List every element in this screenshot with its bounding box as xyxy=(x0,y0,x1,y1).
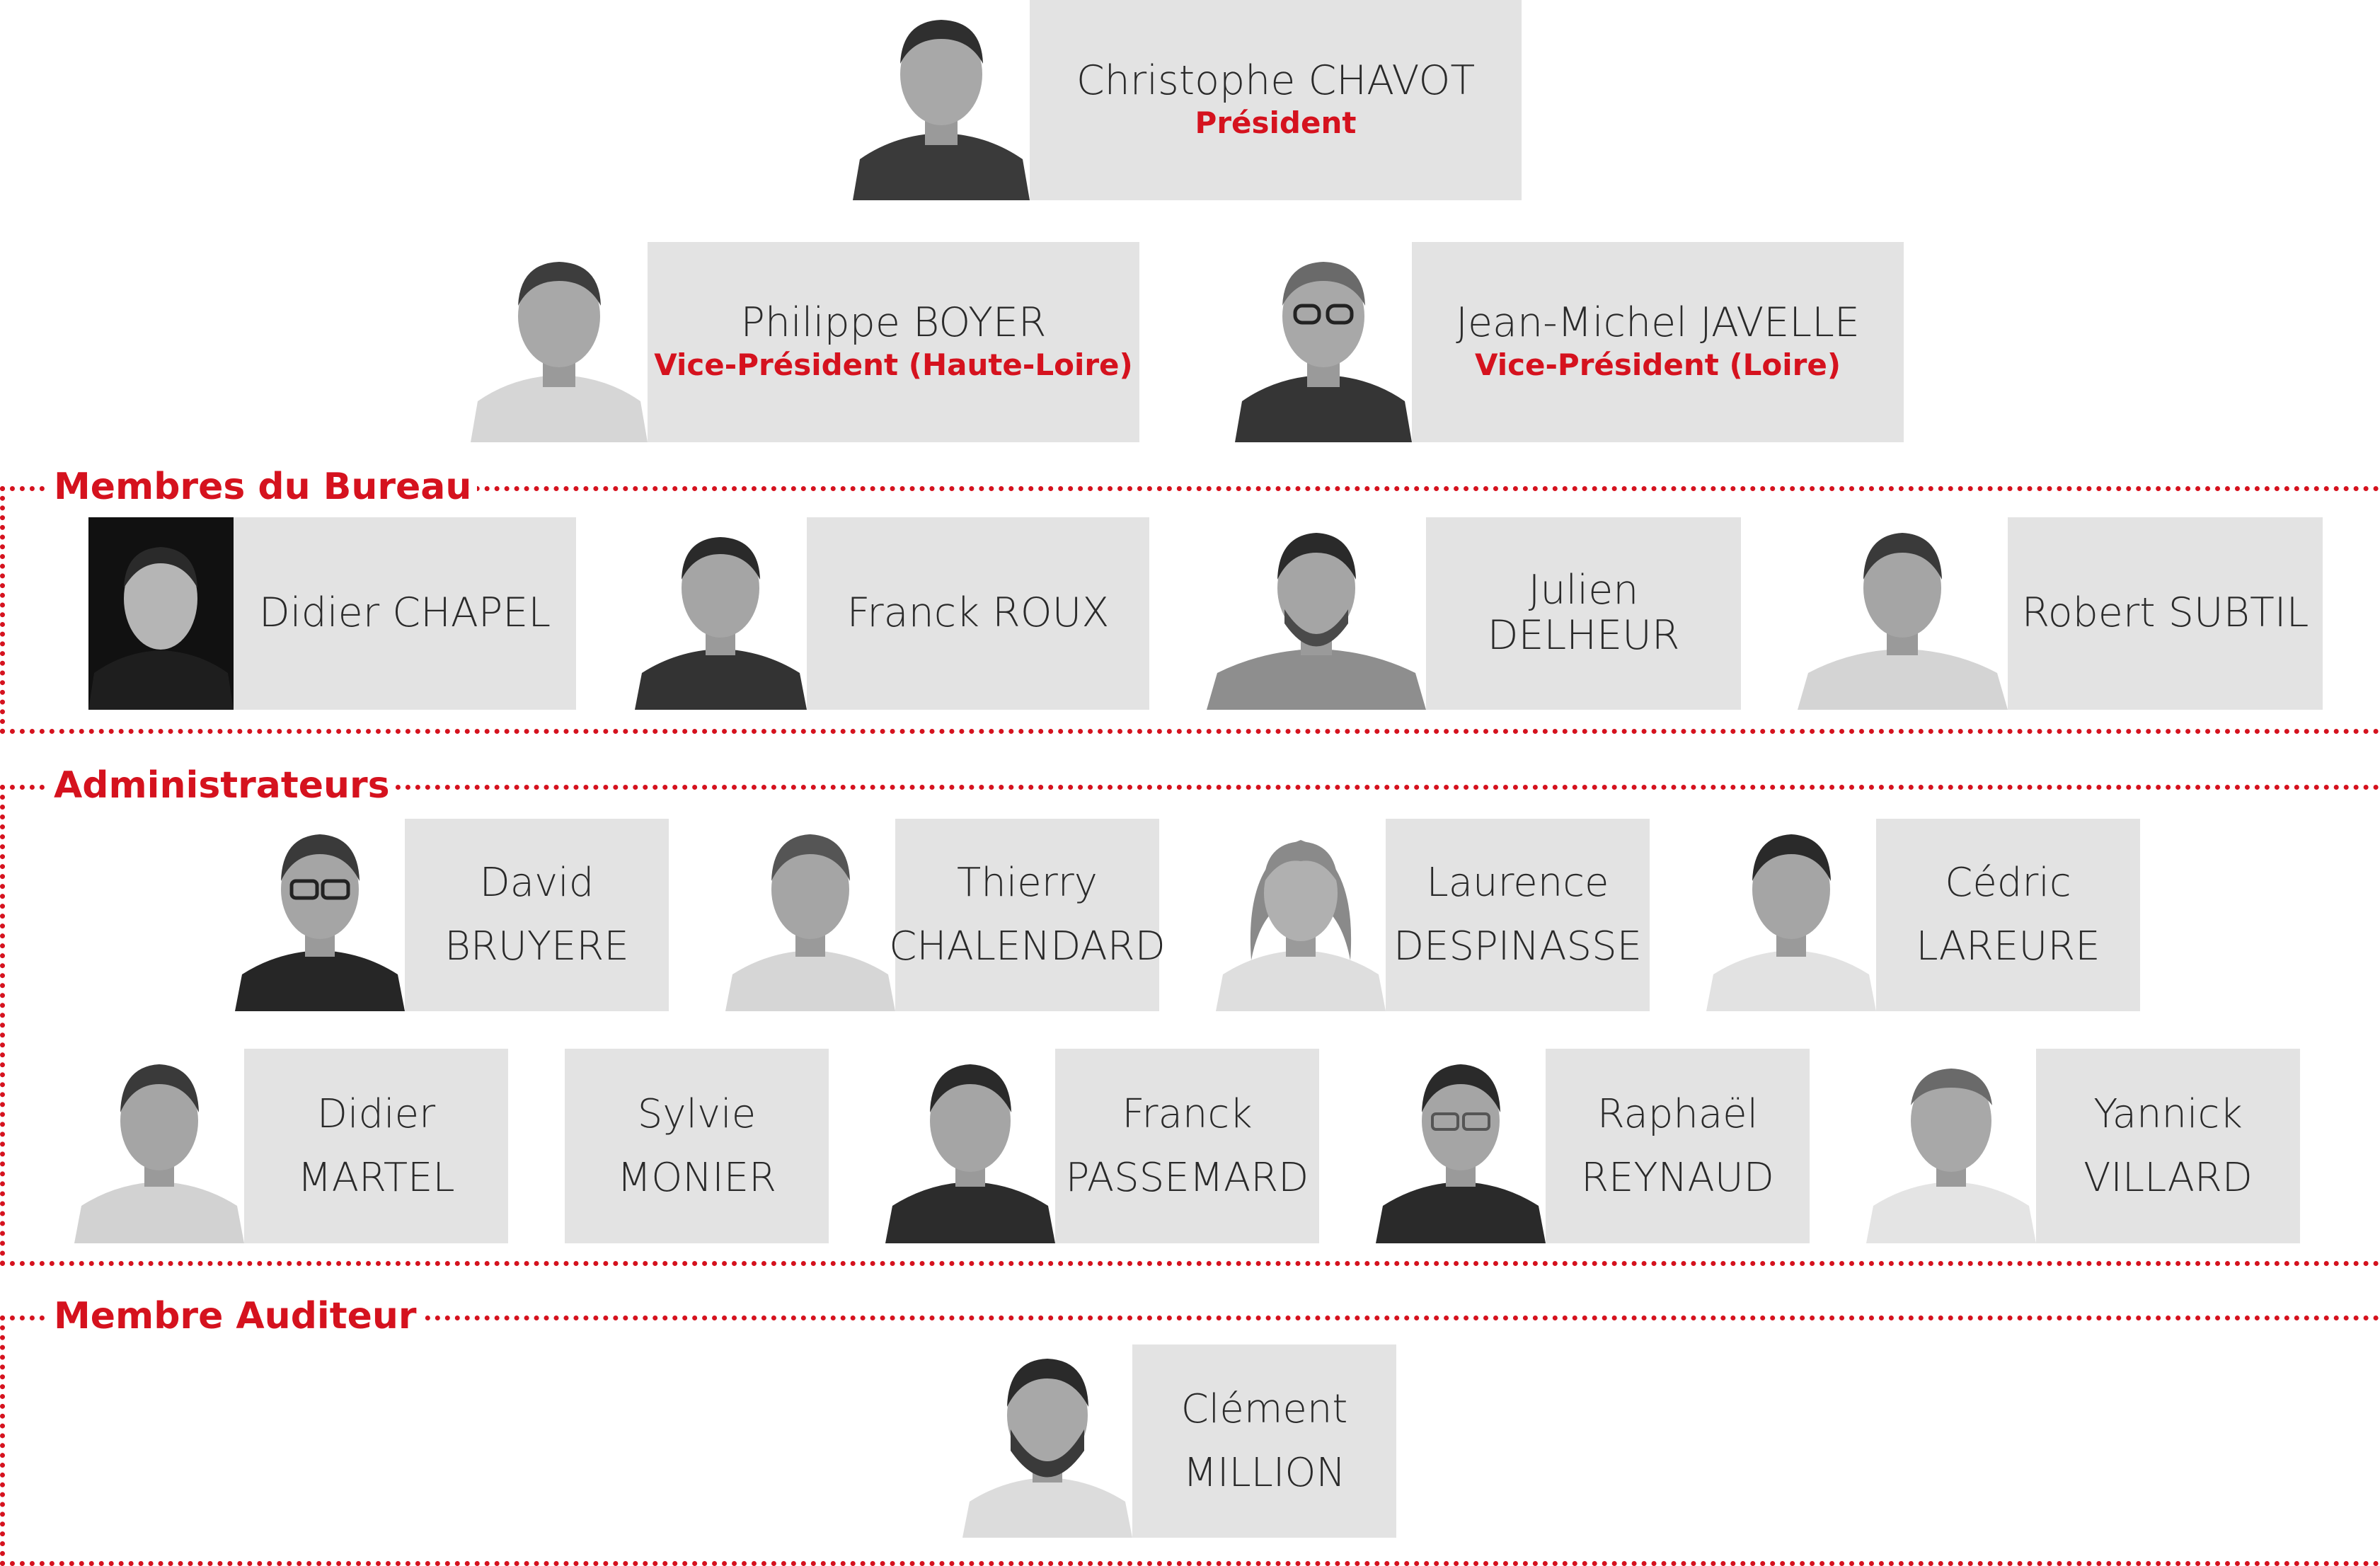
avatar xyxy=(1376,1049,1546,1243)
avatar xyxy=(885,1049,1055,1243)
section-administrateurs-label: Administrateurs xyxy=(48,764,396,807)
bureau-member-card: Franck ROUX xyxy=(807,517,1149,710)
section-administrateurs-frame xyxy=(0,785,2380,1266)
avatar xyxy=(88,517,234,710)
member-first-name: Clément xyxy=(1180,1386,1348,1432)
avatar xyxy=(853,0,1030,200)
member-last-name: MARTEL xyxy=(297,1154,455,1201)
avatar xyxy=(725,819,895,1011)
member-first-name: Yannick xyxy=(2093,1090,2243,1137)
avatar xyxy=(962,1345,1132,1538)
vice-president-role: Vice-Président (Loire) xyxy=(1474,347,1841,383)
avatar xyxy=(1798,517,2008,710)
member-first-name: Thierry xyxy=(957,860,1098,906)
member-first-name: Laurence xyxy=(1426,860,1609,906)
member-last-name: MILLION xyxy=(1183,1449,1346,1496)
member-name: Robert SUBTIL xyxy=(2021,589,2309,637)
president-name: Christophe CHAVOT xyxy=(1076,57,1476,105)
member-first-name: Raphaël xyxy=(1597,1090,1759,1137)
member-first-name: Cédric xyxy=(1945,860,2071,906)
avatar xyxy=(1207,517,1426,710)
section-auditeur-label: Membre Auditeur xyxy=(48,1295,422,1337)
avatar xyxy=(471,242,648,442)
avatar xyxy=(74,1049,244,1243)
auditeur-card: Clément MILLION xyxy=(1132,1345,1396,1538)
vice-president-card: Jean-Michel JAVELLE Vice-Président (Loir… xyxy=(1412,242,1904,442)
section-bureau-frame xyxy=(0,486,2380,734)
avatar xyxy=(635,517,807,710)
bureau-member-card: Didier CHAPEL xyxy=(234,517,576,710)
president-card: Christophe CHAVOT Président xyxy=(1030,0,1522,200)
admin-card: Laurence DESPINASSE xyxy=(1386,819,1650,1011)
admin-card: Didier MARTEL xyxy=(244,1049,508,1243)
admin-card: David BRUYERE xyxy=(405,819,669,1011)
member-first-name: Franck xyxy=(1122,1090,1253,1137)
avatar xyxy=(235,819,405,1011)
member-last-name: CHALENDARD xyxy=(889,923,1166,969)
president-role: Président xyxy=(1195,105,1357,141)
member-last-name: VILLARD xyxy=(2083,1154,2253,1201)
bureau-member-card: Robert SUBTIL xyxy=(2008,517,2323,710)
member-name: Didier CHAPEL xyxy=(258,589,551,637)
vice-president-name: Philippe BOYER xyxy=(740,299,1047,347)
avatar xyxy=(1866,1049,2036,1243)
member-name: Julien DELHEUR xyxy=(1487,567,1680,659)
section-auditeur-frame xyxy=(0,1315,2380,1566)
avatar xyxy=(1216,819,1386,1011)
member-last-name: MONIER xyxy=(616,1154,777,1201)
member-first-name: Didier xyxy=(316,1090,436,1137)
vice-president-name: Jean-Michel JAVELLE xyxy=(1456,299,1860,347)
admin-card: Cédric LAREURE xyxy=(1876,819,2140,1011)
admin-card: Yannick VILLARD xyxy=(2036,1049,2300,1243)
member-name: Franck ROUX xyxy=(846,589,1110,637)
member-first-name: Sylvie xyxy=(637,1090,757,1137)
vice-president-card: Philippe BOYER Vice-Président (Haute-Loi… xyxy=(648,242,1139,442)
member-last-name: PASSEMARD xyxy=(1065,1154,1309,1201)
bureau-member-card: Julien DELHEUR xyxy=(1426,517,1741,710)
admin-card: Franck PASSEMARD xyxy=(1055,1049,1319,1243)
member-first-name: David xyxy=(479,860,594,906)
member-last-name: LAREURE xyxy=(1916,923,2100,969)
avatar xyxy=(1706,819,1876,1011)
avatar xyxy=(1235,242,1412,442)
vice-president-role: Vice-Président (Haute-Loire) xyxy=(654,347,1133,383)
admin-card: Sylvie MONIER xyxy=(565,1049,829,1243)
admin-card: Thierry CHALENDARD xyxy=(889,819,1166,1011)
member-last-name: BRUYERE xyxy=(444,923,629,969)
section-bureau-label: Membres du Bureau xyxy=(48,466,478,508)
member-last-name: DESPINASSE xyxy=(1393,923,1642,969)
admin-card: Raphaël REYNAUD xyxy=(1546,1049,1810,1243)
member-last-name: REYNAUD xyxy=(1581,1154,1774,1201)
